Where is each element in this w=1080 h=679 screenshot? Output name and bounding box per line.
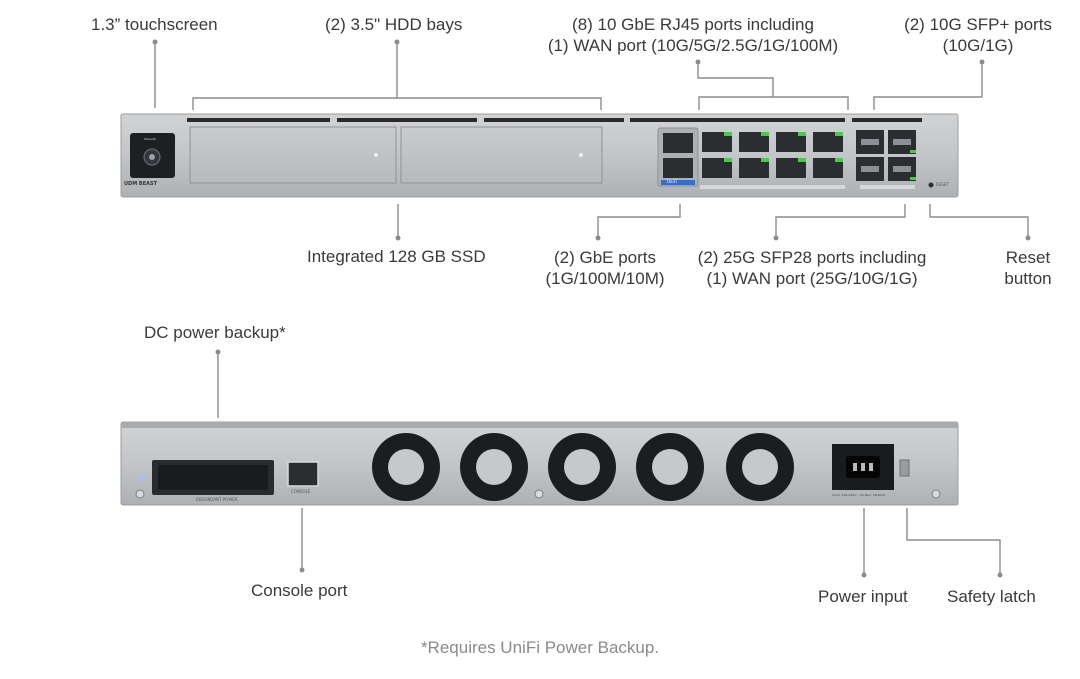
power-inlet: [832, 444, 894, 490]
label-sfp-plus-line2: (10G/1G): [942, 36, 1014, 55]
model-name: UDM BEAST: [124, 181, 158, 187]
label-gbe-line1: (2) GbE ports: [553, 248, 657, 267]
rear-console-text: CONSOLE: [291, 489, 311, 494]
hdd-bay-1: [189, 126, 397, 184]
dc-power-connector: [152, 460, 274, 495]
console-port: [287, 461, 319, 487]
rj45-ports: [702, 132, 843, 178]
reset-text: RESET: [936, 182, 949, 187]
rear-power-spec-text: Input: 100-240V~ 5A Max. 50/60Hz: [832, 493, 886, 497]
label-reset-line2: button: [1004, 269, 1052, 288]
label-gbe-line2: (1G/100M/10M): [545, 269, 665, 288]
label-power-input: Power input: [818, 587, 908, 606]
port-badge-text: UniFi: [667, 179, 677, 184]
label-sfp-plus: (2) 10G SFP+ ports (10G/1G): [893, 14, 1063, 56]
rear-connector-text: REDUNDANT POWER: [196, 497, 238, 502]
label-console: Console port: [251, 581, 348, 600]
hdd-bay-2: [400, 126, 603, 184]
fans: [372, 433, 794, 501]
label-hdd-bays: (2) 3.5" HDD bays: [325, 15, 463, 34]
label-ssd: Integrated 128 GB SSD: [307, 247, 486, 266]
safety-latch: [899, 459, 910, 477]
label-sfp28-line1: (2) 25G SFP28 ports including: [697, 248, 927, 267]
gbe-ports: [657, 127, 699, 187]
footnote: *Requires UniFi Power Backup.: [420, 638, 660, 657]
screen-brand: Ubiquiti: [144, 137, 156, 141]
label-rj45-line1: (8) 10 GbE RJ45 ports including: [572, 15, 814, 34]
label-touchscreen: 1.3” touchscreen: [91, 15, 218, 34]
label-gbe: (2) GbE ports (1G/100M/10M): [530, 247, 680, 289]
unifi-badge: [661, 180, 695, 185]
label-rj45: (8) 10 GbE RJ45 ports including (1) WAN …: [533, 14, 853, 56]
label-safety-latch: Safety latch: [947, 587, 1036, 606]
label-rj45-line2: (1) WAN port (10G/5G/2.5G/1G/100M): [547, 36, 839, 55]
label-reset-line1: Reset: [1005, 248, 1051, 267]
label-dc-power: DC power backup*: [144, 323, 286, 342]
label-sfp28-line2: (1) WAN port (25G/10G/1G): [706, 269, 918, 288]
label-sfp-plus-line1: (2) 10G SFP+ ports: [904, 15, 1052, 34]
reset-button: [928, 182, 934, 188]
label-sfp28: (2) 25G SFP28 ports including (1) WAN po…: [682, 247, 942, 289]
label-reset: Reset button: [990, 247, 1066, 289]
